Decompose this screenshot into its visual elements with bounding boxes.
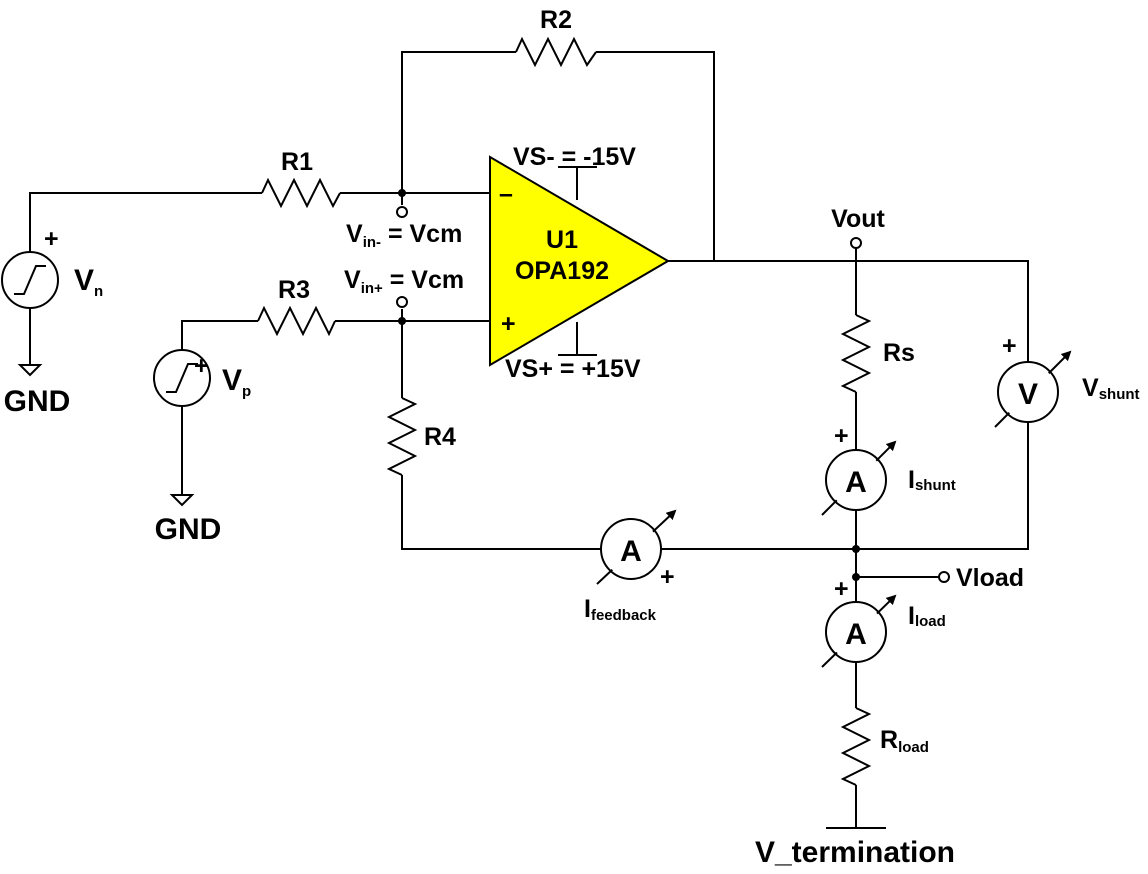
vin-minus-label: Vin- = Vcm: [346, 220, 462, 251]
step-icon: [166, 363, 198, 393]
resistor-r1[interactable]: [261, 177, 341, 209]
ammeter-ishunt[interactable]: A: [821, 440, 897, 516]
junctions: [398, 189, 860, 581]
opamp-noninv-sign: +: [501, 310, 516, 338]
vn-label: Vn: [74, 264, 103, 300]
opamp-inv-sign: –: [499, 180, 513, 208]
opamp-ref: U1: [546, 226, 578, 254]
vn-polarity: +: [44, 225, 59, 253]
vin-minus-terminal[interactable]: [396, 206, 408, 218]
vout-terminal[interactable]: [850, 237, 862, 249]
vload-terminal[interactable]: [938, 571, 950, 583]
v-termination-label: V_termination: [755, 836, 955, 869]
r4-label: R4: [424, 423, 456, 451]
r3-label: R3: [278, 276, 310, 304]
resistor-r4[interactable]: [386, 397, 418, 476]
rs-label: Rs: [883, 339, 915, 367]
svg-text:A: A: [845, 618, 867, 651]
step-icon: [14, 265, 46, 295]
vshunt-polarity: +: [1002, 332, 1017, 360]
svg-text:A: A: [620, 535, 642, 568]
vs-minus-label: VS- = -15V: [513, 143, 636, 171]
ishunt-polarity: +: [834, 422, 849, 450]
rload-label: Rload: [880, 726, 929, 756]
iload-label: Iload: [908, 602, 946, 630]
vs-plus-label: VS+ = +15V: [505, 355, 641, 383]
ifeedback-label: Ifeedback: [584, 595, 657, 624]
ishunt-label: Ishunt: [908, 466, 956, 494]
voltmeter-vshunt[interactable]: V: [994, 350, 1072, 428]
vin-plus-label: Vin+ = Vcm: [344, 266, 464, 297]
ifeedback-polarity: +: [660, 563, 675, 591]
r2-label: R2: [540, 6, 572, 34]
ground-icon: [169, 494, 195, 507]
vout-label: Vout: [831, 205, 885, 233]
source-vn[interactable]: [1, 251, 59, 309]
ammeter-iload[interactable]: A: [821, 594, 897, 668]
resistor-rs[interactable]: [840, 314, 872, 393]
svg-text:A: A: [845, 466, 867, 499]
opamp-u1[interactable]: [489, 155, 670, 367]
vp-polarity: +: [194, 352, 209, 380]
vin-plus-terminal[interactable]: [396, 296, 408, 308]
opamp-part: OPA192: [515, 257, 609, 285]
iload-polarity: +: [834, 575, 849, 603]
svg-text:V: V: [1018, 378, 1038, 411]
gnd-label-vn: GND: [4, 385, 71, 418]
vshunt-label: Vshunt: [1082, 374, 1140, 403]
resistor-r3[interactable]: [257, 305, 336, 337]
vp-label: Vp: [222, 364, 251, 400]
ground-icon: [17, 364, 43, 377]
vload-label: Vload: [956, 564, 1024, 592]
ammeter-ifeedback[interactable]: A: [596, 509, 677, 585]
source-vp[interactable]: [153, 349, 211, 407]
resistor-rload[interactable]: [840, 707, 872, 786]
resistor-r2[interactable]: [515, 36, 597, 68]
gnd-label-vp: GND: [155, 513, 222, 546]
r1-label: R1: [281, 148, 313, 176]
